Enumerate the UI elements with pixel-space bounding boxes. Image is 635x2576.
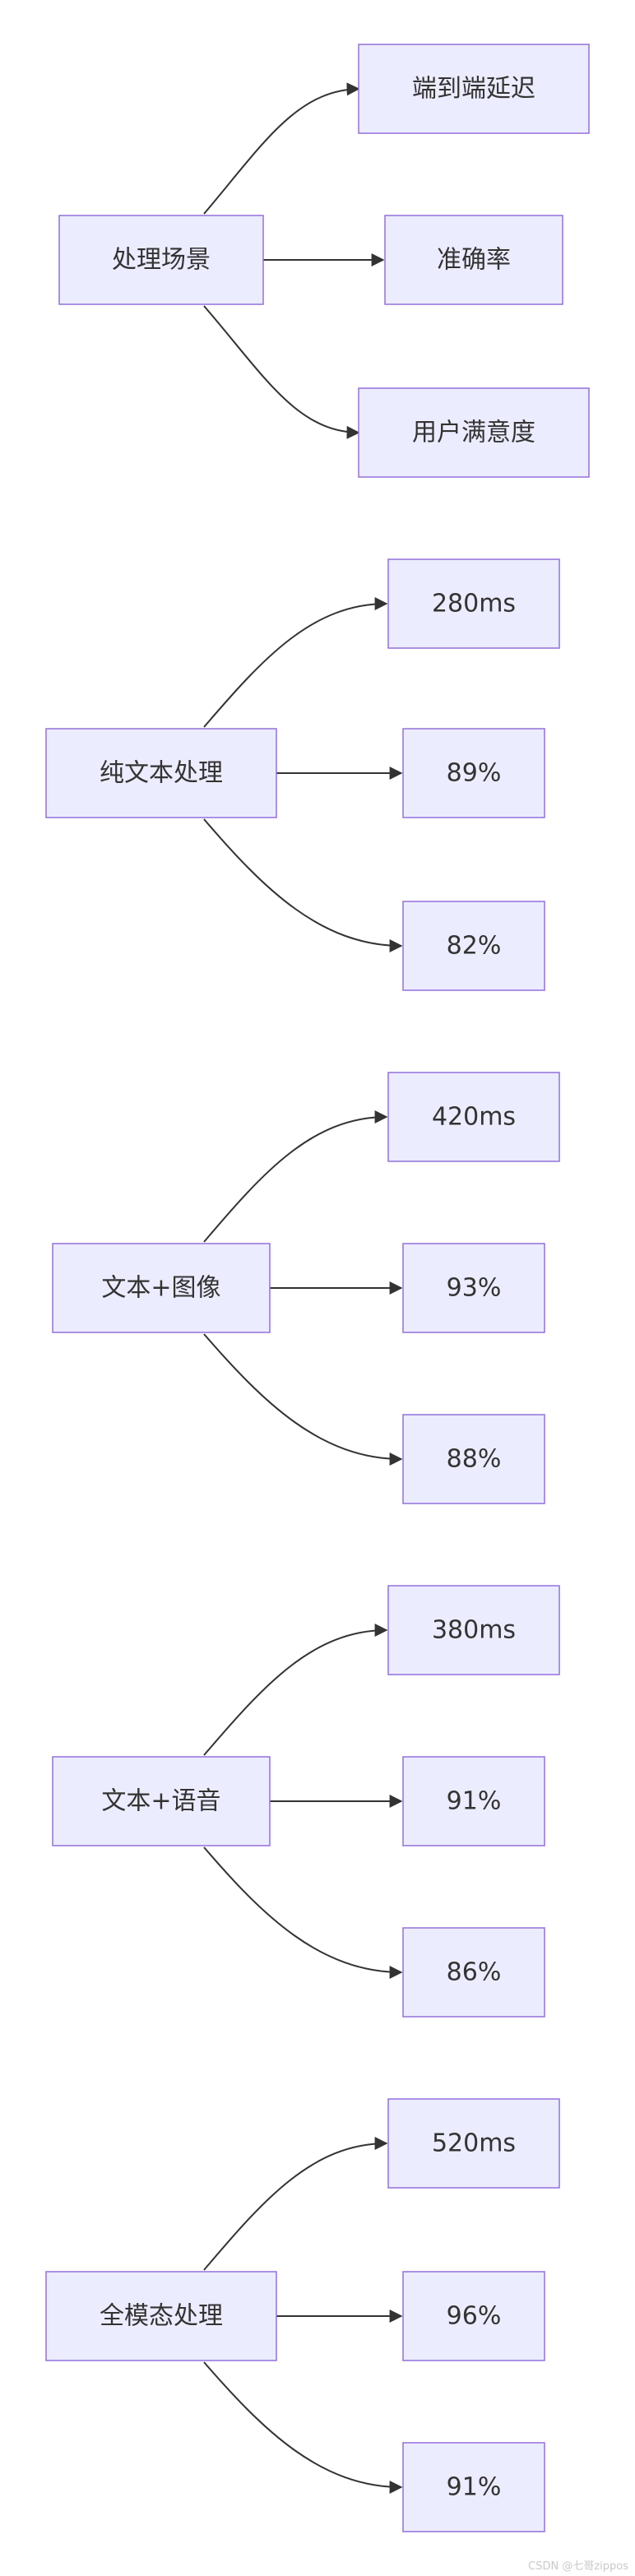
group-text-image: 文本+图像 420ms 93% 88% (52, 1072, 560, 1504)
node-label: 82% (447, 932, 502, 961)
node-source-0: 处理场景 (58, 215, 264, 305)
watermark: CSDN @七哥zippos (528, 2560, 628, 2573)
group-text-only: 纯文本处理 280ms 89% 82% (45, 558, 560, 991)
node-label: 89% (447, 759, 502, 788)
node-label: 端到端延迟 (412, 75, 535, 104)
node-label: 91% (447, 2473, 502, 2502)
node-label: 93% (447, 1274, 502, 1303)
node-label: 纯文本处理 (100, 759, 223, 788)
node-label: 用户满意度 (412, 419, 535, 447)
node-target-2-2: 88% (402, 1414, 545, 1504)
edge-0-0 (203, 82, 360, 215)
node-label: 文本+图像 (101, 1274, 220, 1303)
edge-1-0 (203, 597, 388, 728)
node-label: 88% (447, 1445, 502, 1474)
node-target-4-0: 520ms (387, 2098, 560, 2189)
node-label: 86% (447, 1958, 502, 1987)
node-target-3-1: 91% (402, 1756, 545, 1846)
edge-4-0 (203, 2137, 388, 2271)
node-target-4-2: 91% (402, 2442, 545, 2532)
node-target-0-2: 用户满意度 (358, 387, 590, 478)
node-source-2: 文本+图像 (52, 1243, 271, 1333)
node-target-0-1: 准确率 (384, 215, 563, 305)
edge-1-2 (203, 818, 403, 952)
node-source-4: 全模态处理 (45, 2271, 277, 2361)
group-text-audio: 文本+语音 380ms 91% 86% (52, 1585, 560, 2018)
edge-2-2 (203, 1333, 403, 1466)
node-label: 91% (447, 1787, 502, 1816)
node-label: 96% (447, 2302, 502, 2331)
edge-3-0 (203, 1624, 388, 1756)
node-target-2-0: 420ms (387, 1072, 560, 1162)
node-target-0-0: 端到端延迟 (358, 44, 590, 134)
node-label: 文本+语音 (101, 1787, 220, 1816)
node-label: 处理场景 (112, 246, 211, 275)
node-source-3: 文本+语音 (52, 1756, 271, 1846)
edge-0-2 (203, 305, 360, 439)
group-full-multimodal: 全模态处理 520ms 96% 91% (45, 2098, 560, 2532)
node-label: 准确率 (437, 246, 511, 275)
node-label: 520ms (432, 2129, 516, 2158)
node-target-3-0: 380ms (387, 1585, 560, 1675)
group-scenario-header: 处理场景 端到端延迟 准确率 用户满意度 (58, 44, 590, 478)
node-source-1: 纯文本处理 (45, 728, 277, 818)
node-target-1-1: 89% (402, 728, 545, 818)
edge-3-2 (203, 1846, 403, 1979)
node-target-2-1: 93% (402, 1243, 545, 1333)
edge-2-0 (203, 1110, 388, 1243)
node-label: 380ms (432, 1616, 516, 1645)
node-label: 280ms (432, 590, 516, 619)
node-label: 全模态处理 (100, 2302, 223, 2331)
node-target-1-0: 280ms (387, 558, 560, 649)
node-target-3-2: 86% (402, 1927, 545, 2018)
node-target-1-2: 82% (402, 901, 545, 991)
edge-4-2 (203, 2361, 403, 2494)
node-label: 420ms (432, 1103, 516, 1132)
node-target-4-1: 96% (402, 2271, 545, 2361)
